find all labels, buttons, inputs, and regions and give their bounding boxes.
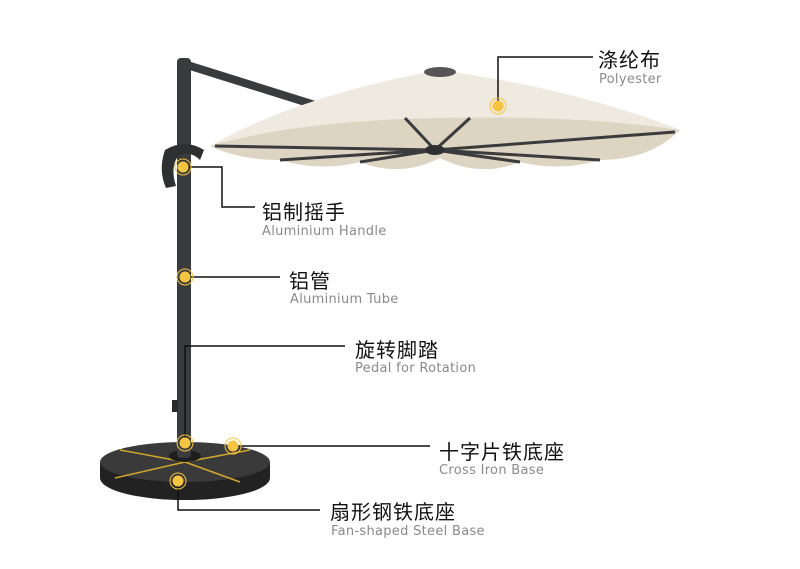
label-tube-zh: 铝管 [289, 269, 331, 293]
label-pedal-en: Pedal for Rotation [355, 361, 477, 376]
label-handle-en: Aluminium Handle [262, 224, 387, 239]
label-pedal-zh: 旋转脚踏 [355, 338, 439, 362]
marker-cross-base [224, 437, 242, 455]
markers [169, 97, 507, 490]
marker-handle [174, 158, 192, 176]
label-fan-base-en: Fan-shaped Steel Base [331, 524, 485, 539]
marker-fan-base [169, 472, 187, 490]
marker-pedal [176, 434, 194, 452]
marker-polyester [489, 97, 507, 115]
handle [161, 144, 204, 188]
label-polyester-zh: 涤纶布 [598, 48, 661, 72]
arm [180, 60, 322, 110]
marker-tube [176, 268, 194, 286]
leader-lines [177, 56, 593, 511]
canopy [210, 67, 680, 170]
label-cross-base-en: Cross Iron Base [439, 463, 545, 478]
label-polyester-en: Polyester [599, 72, 662, 87]
label-tube-en: Aluminium Tube [290, 292, 399, 307]
label-handle-zh: 铝制摇手 [262, 200, 346, 224]
label-fan-base-zh: 扇形钢铁底座 [330, 500, 456, 524]
label-cross-base-zh: 十字片铁底座 [439, 440, 565, 464]
pole [177, 58, 191, 458]
